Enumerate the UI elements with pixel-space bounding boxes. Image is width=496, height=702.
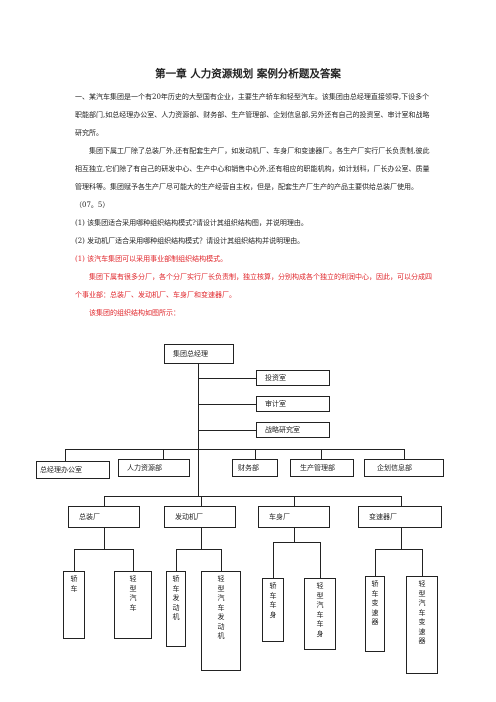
product-bus-line	[375, 549, 423, 550]
answer-line-2: 集团下属有很多分厂，各个分厂实行厂长负责制，独立核算，分别构成各个独立的利润中心…	[75, 273, 432, 299]
question-1: (1) 该集团适合采用哪种组织结构模式?请设计其组织结构图，并说明理由。	[75, 219, 308, 227]
product-drop-line	[273, 542, 274, 578]
product-stem-line	[104, 528, 105, 549]
product-drop-line	[320, 542, 321, 578]
root-node: 集团总经理	[164, 344, 234, 364]
product-label: 轿车发动机	[172, 575, 180, 621]
division-node: 发动机厂	[164, 506, 236, 528]
staff-unit-node: 战略研究室	[256, 422, 330, 438]
case-paragraph-2: 集团下属工厂除了总装厂外,还有配套生产厂，如发动机厂、车身厂和变速器厂。各生产厂…	[75, 147, 430, 209]
product-drop-line	[422, 549, 423, 576]
product-node: 轿车发动机	[166, 571, 186, 647]
product-bus-line	[273, 542, 321, 543]
staff-unit-node: 审计室	[256, 396, 330, 412]
product-label: 轻型汽车发动机	[217, 575, 225, 640]
product-stem-line	[294, 528, 295, 542]
staff-connector	[198, 378, 256, 379]
trunk-line	[198, 364, 199, 449]
case-text: 一、某汽车集团是一个有20年历史的大型国有企业，主要生产轿车和轻型汽车。该集团由…	[75, 88, 433, 322]
product-label: 轿车车身	[269, 582, 277, 619]
product-drop-line	[176, 549, 177, 571]
product-node: 轿车	[63, 571, 85, 639]
answer-line-3: 该集团的组织结构如图所示：	[89, 309, 180, 317]
product-label: 轿车	[70, 575, 78, 593]
division-drop-line	[201, 496, 202, 506]
answer-line-1: (1) 该汽车集团可以采用事业部制组织结构模式。	[75, 255, 228, 263]
product-stem-line	[401, 528, 402, 549]
product-drop-line	[74, 549, 75, 571]
product-drop-line	[133, 549, 134, 571]
dept-bus-line	[65, 449, 405, 450]
product-bus-line	[176, 549, 222, 550]
product-drop-line	[375, 549, 376, 576]
division-drop-line	[401, 496, 402, 506]
division-bus-line	[104, 496, 402, 497]
department-node: 人力资源部	[118, 459, 190, 477]
division-node: 变速器厂	[358, 506, 442, 528]
division-drop-line	[104, 496, 105, 506]
dept-drop-line	[321, 449, 322, 459]
department-node: 财务部	[232, 459, 278, 477]
product-node: 轿车变速器	[365, 576, 385, 652]
staff-connector	[198, 430, 256, 431]
department-node: 总经理办公室	[36, 461, 110, 479]
product-label: 轻型汽车	[129, 575, 137, 612]
trunk-lower-line	[198, 449, 199, 496]
division-drop-line	[294, 496, 295, 506]
product-label: 轿车变速器	[371, 580, 379, 626]
product-drop-line	[221, 549, 222, 571]
product-label: 轻型汽车车身	[316, 582, 324, 638]
product-node: 轻型汽车发动机	[201, 571, 241, 671]
department-node: 企划信息部	[364, 459, 444, 477]
dept-drop-line	[65, 449, 66, 461]
case-paragraph-1: 一、某汽车集团是一个有20年历史的大型国有企业，主要生产轿车和轻型汽车。该集团由…	[75, 93, 430, 137]
dept-drop-line	[255, 449, 256, 459]
product-node: 轿车车身	[262, 578, 284, 642]
department-node: 生产管理部	[290, 459, 354, 477]
staff-connector	[198, 404, 256, 405]
staff-unit-node: 投资室	[256, 370, 330, 386]
question-2: (2) 发动机厂适合采用哪种组织结构模式？请设计其组织结构并说明理由。	[75, 237, 305, 245]
dept-drop-line	[163, 449, 164, 459]
product-node: 轻型汽车变速器	[406, 576, 438, 674]
product-label: 轻型汽车变速器	[418, 580, 426, 645]
product-node: 轻型汽车	[114, 571, 152, 639]
product-bus-line	[74, 549, 134, 550]
page-title: 第一章 人力资源规划 案例分析题及答案	[155, 68, 341, 80]
division-node: 总装厂	[68, 506, 140, 528]
product-stem-line	[201, 528, 202, 549]
product-node: 轻型汽车车身	[304, 578, 336, 650]
dept-drop-line	[404, 449, 405, 459]
division-node: 车身厂	[258, 506, 330, 528]
